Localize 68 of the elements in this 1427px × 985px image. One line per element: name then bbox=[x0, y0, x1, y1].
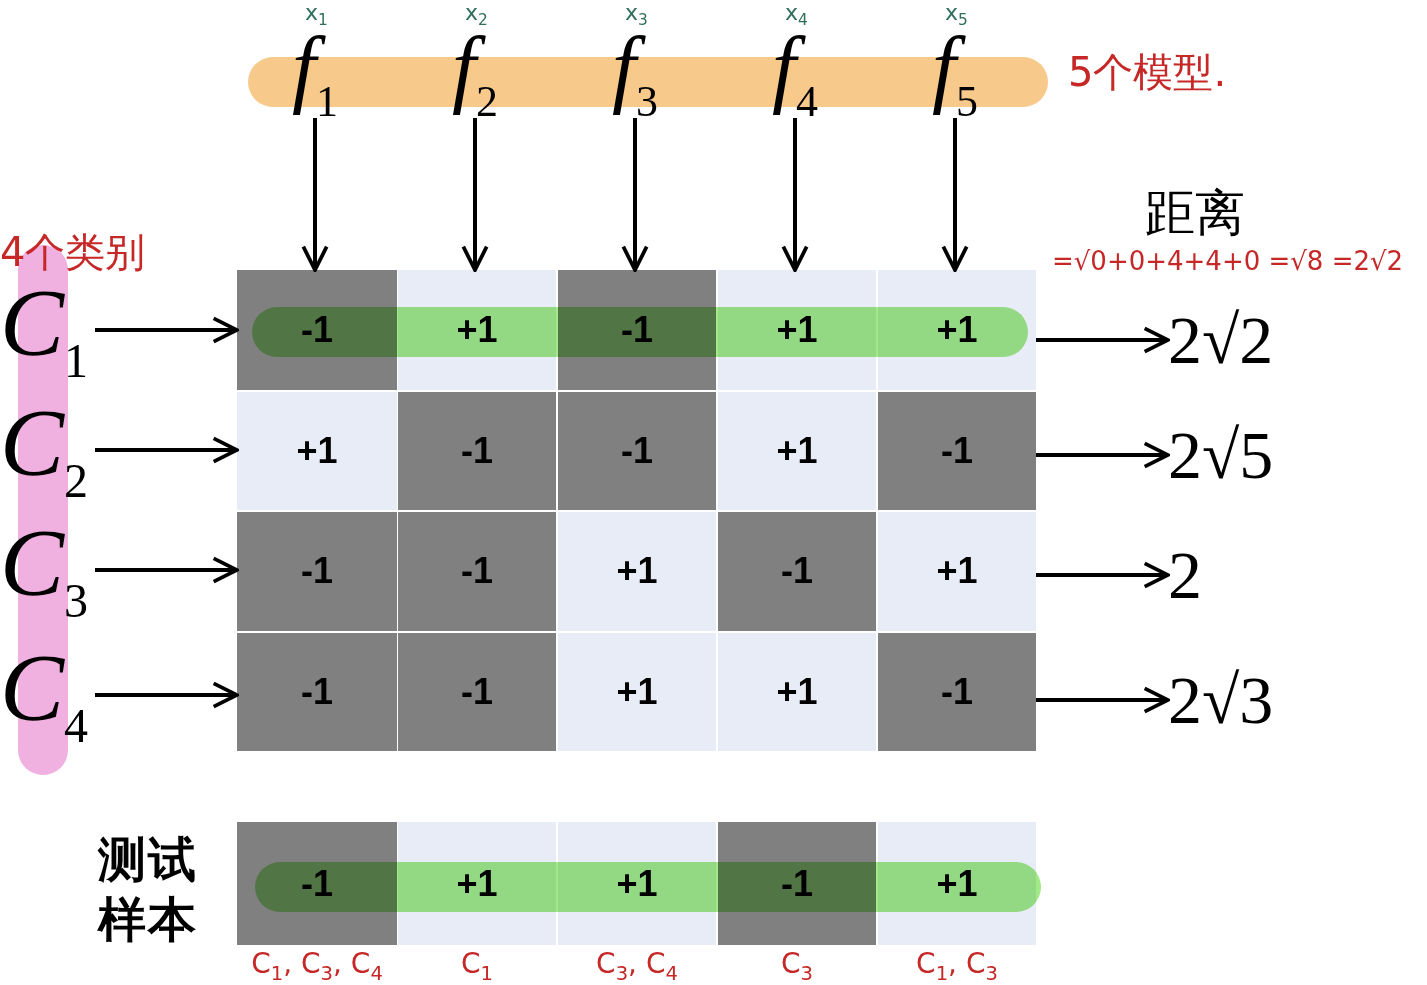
cell-value: -1 bbox=[941, 429, 973, 472]
cell-value: +1 bbox=[616, 550, 658, 593]
formula-annotation: =√0+0+4+4+0 =√8 =2√2 bbox=[1052, 246, 1404, 276]
matrix-cell-dark bbox=[878, 632, 1036, 751]
cell-value: -1 bbox=[461, 429, 493, 472]
class-symbol: C$_{4}$ bbox=[0, 640, 89, 750]
arrow bbox=[301, 118, 329, 272]
cell-value: +1 bbox=[776, 308, 818, 351]
arrow bbox=[621, 118, 649, 272]
class-annotation: C$_{3}$ bbox=[781, 947, 813, 985]
class-annotation: C$_{1}$, C$_{3}$ bbox=[916, 947, 998, 985]
class-annotation: C$_{1}$, C$_{3}$, C$_{4}$ bbox=[251, 947, 383, 985]
cell-value: -1 bbox=[301, 550, 333, 593]
matrix-cell bbox=[718, 632, 876, 751]
arrow bbox=[1036, 561, 1170, 589]
cell-value: +1 bbox=[456, 862, 498, 905]
arrow bbox=[781, 118, 809, 272]
arrow bbox=[95, 436, 239, 464]
distance-value: 2√3 bbox=[1168, 666, 1274, 734]
matrix-cell-dark bbox=[398, 391, 556, 510]
arrow bbox=[941, 118, 969, 272]
distance-value: 2√2 bbox=[1168, 306, 1274, 374]
column-header: 距离 bbox=[1145, 184, 1245, 243]
cell-value: -1 bbox=[941, 670, 973, 713]
cell-value: -1 bbox=[301, 862, 333, 905]
cell-value: +1 bbox=[776, 670, 818, 713]
cell-value: +1 bbox=[936, 550, 978, 593]
cell-value: +1 bbox=[456, 308, 498, 351]
class-annotation: C$_{1}$ bbox=[461, 947, 493, 985]
classes-annotation: 4个类别 bbox=[0, 228, 146, 277]
arrow bbox=[95, 681, 239, 709]
matrix-cell-dark bbox=[237, 512, 397, 631]
cell-value: -1 bbox=[461, 550, 493, 593]
matrix-cell-dark bbox=[558, 391, 716, 510]
arrow bbox=[461, 118, 489, 272]
cell-value: +1 bbox=[936, 308, 978, 351]
arrow bbox=[1036, 686, 1170, 714]
row-label: 测试样本 bbox=[98, 832, 199, 948]
class-symbol: C$_{3}$ bbox=[0, 515, 89, 625]
arrow bbox=[95, 556, 239, 584]
cell-value: -1 bbox=[781, 862, 813, 905]
class-symbol: C$_{1}$ bbox=[0, 275, 89, 385]
cell-value: +1 bbox=[616, 862, 658, 905]
cell-value: -1 bbox=[621, 308, 653, 351]
matrix-cell-dark bbox=[398, 512, 556, 631]
matrix-cell-dark bbox=[718, 512, 876, 631]
cell-value: +1 bbox=[776, 429, 818, 472]
arrow bbox=[95, 316, 239, 344]
cell-value: -1 bbox=[621, 429, 653, 472]
distance-value: 2 bbox=[1168, 541, 1202, 609]
cell-value: -1 bbox=[301, 670, 333, 713]
cell-value: +1 bbox=[616, 670, 658, 713]
models-annotation: 5个模型. bbox=[1068, 48, 1227, 97]
cell-value: -1 bbox=[781, 550, 813, 593]
matrix-cell-dark bbox=[237, 632, 397, 751]
cell-value: -1 bbox=[461, 670, 493, 713]
matrix-cell-dark bbox=[878, 391, 1036, 510]
cell-value: +1 bbox=[296, 429, 338, 472]
matrix-cell bbox=[237, 391, 397, 510]
cell-value: +1 bbox=[936, 862, 978, 905]
arrow bbox=[1036, 326, 1170, 354]
arrow bbox=[1036, 441, 1170, 469]
class-annotation: C$_{3}$, C$_{4}$ bbox=[596, 947, 678, 985]
matrix-cell-dark bbox=[398, 632, 556, 751]
distance-value: 2√5 bbox=[1168, 421, 1274, 489]
cell-value: -1 bbox=[301, 308, 333, 351]
class-symbol: C$_{2}$ bbox=[0, 395, 89, 505]
matrix-cell bbox=[878, 512, 1036, 631]
